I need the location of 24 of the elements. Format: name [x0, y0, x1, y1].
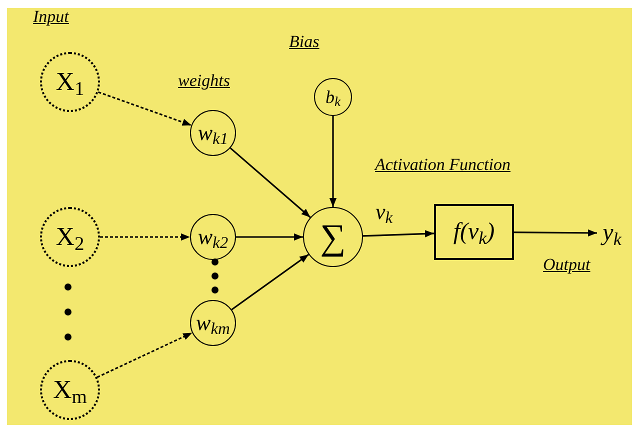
bias-node: b$_{k}$ [314, 78, 352, 116]
arrow [231, 254, 310, 310]
section-heading: Output [543, 256, 590, 273]
output-value: y$_{k}$ [597, 218, 627, 248]
arrow [514, 229, 597, 237]
summation-node: ∑ [303, 207, 363, 267]
dashed-arrow [100, 233, 190, 241]
dashed-arrow [98, 91, 192, 126]
input-node: X$_{m}$ [40, 360, 100, 420]
section-heading: Input [33, 8, 69, 25]
arrow [329, 116, 337, 207]
weight-node: w$_{km}$ [190, 300, 236, 346]
section-heading: Bias [289, 33, 320, 50]
dashed-arrow [96, 332, 193, 378]
activation-function-box: f(v$_{k}$) [434, 204, 514, 260]
section-heading: weights [178, 72, 230, 89]
edge-label: v$_{k}$ [376, 200, 393, 222]
input-node: X$_{2}$ [40, 207, 100, 267]
arrow [236, 233, 303, 241]
section-heading: Activation Function [375, 156, 510, 173]
weight-node: w$_{k1}$ [190, 110, 236, 156]
input-node: X$_{1}$ [40, 52, 100, 112]
weight-node: w$_{k2}$ [190, 214, 236, 260]
arrow [362, 230, 434, 238]
